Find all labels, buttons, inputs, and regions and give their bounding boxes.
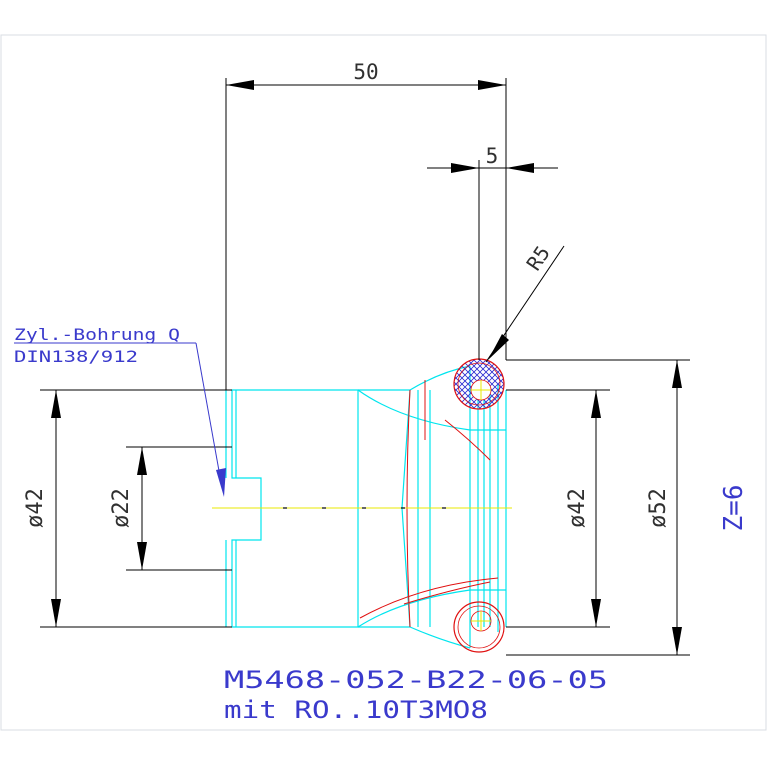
- dimension-22-label: ø22: [109, 488, 134, 528]
- dimension-right-42-label: ø42: [565, 488, 590, 528]
- dimension-5-label: 5: [486, 144, 499, 168]
- part-number-line1: M5468-052-B22-06-05: [224, 666, 608, 694]
- insert-bottom: [453, 601, 505, 653]
- annotation-leader: [14, 342, 226, 497]
- drawing-frame: [0, 34, 767, 731]
- dimension-52-label: ø52: [646, 488, 671, 528]
- dimension-lines: [40, 78, 690, 656]
- annotation-line1: Zyl.-Bohrung Q: [14, 325, 180, 344]
- part-number-line2: mit RO..10T3MO8: [224, 696, 488, 724]
- annotation-line2: DIN138/912: [14, 347, 138, 366]
- insert-top: [453, 358, 505, 410]
- teeth-count: Z=6: [719, 485, 749, 532]
- dimension-50-label: 50: [353, 60, 378, 84]
- part-outline: [225, 365, 507, 649]
- dimension-left-42-label: ø42: [23, 488, 48, 528]
- radius-label: R5: [522, 241, 555, 274]
